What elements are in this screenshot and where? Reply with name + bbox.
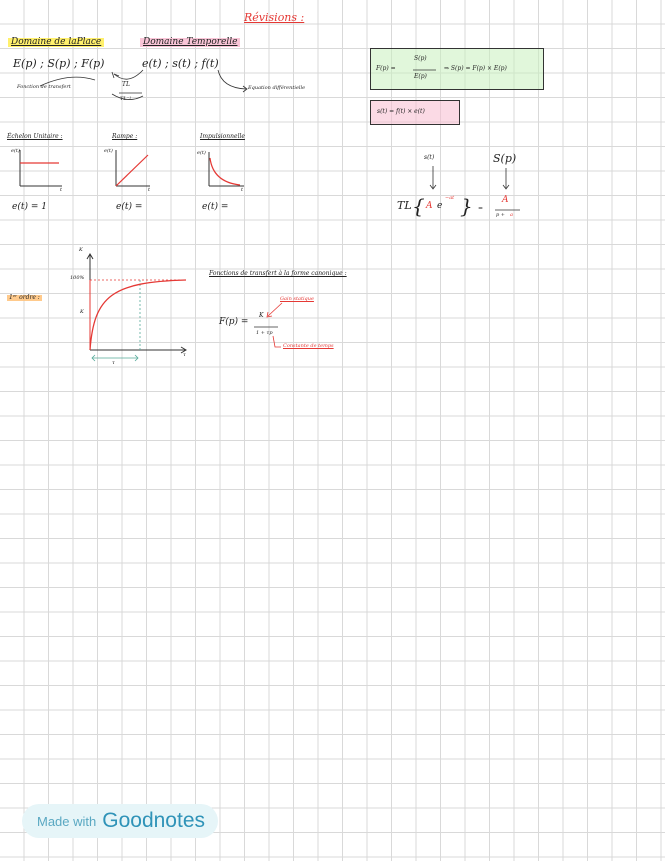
- made-with-label: Made with: [37, 813, 97, 829]
- impulse-t-label: t: [241, 187, 244, 193]
- impulse-curve: [209, 157, 241, 186]
- gain-arrowhead: [266, 311, 273, 318]
- s-p-arrowhead: [502, 184, 510, 190]
- ramp-equation: e(t) =: [116, 202, 143, 212]
- tl-result-numerator: A: [502, 195, 509, 205]
- hundred-percent-label: 100%: [70, 275, 85, 281]
- ramp-title: Rampe :: [112, 133, 138, 140]
- convolution-formula: s(t) = f(t) × e(t): [377, 108, 425, 115]
- time-constant-arrow: [272, 335, 281, 348]
- step-axis-label: e(t): [11, 148, 20, 154]
- gain-arrow: [267, 302, 283, 317]
- tl-a-coef: A: [426, 201, 433, 211]
- laplace-expression: E(p) ; S(p) ; F(p): [13, 57, 105, 70]
- transfer-pointer-arrow: [39, 76, 96, 87]
- first-order-label: 1ᵉʳ ordre :: [7, 294, 42, 301]
- temporal-domain-title: Domaine Temporelle: [140, 38, 241, 47]
- tl-exp-base: e: [437, 201, 443, 211]
- step-t-label: t: [60, 187, 63, 193]
- tl-operator: TL: [397, 199, 412, 212]
- k-axis-mid: K: [80, 309, 84, 315]
- static-gain-label: Gain statique: [280, 296, 314, 302]
- f-formula-lhs: F(p) =: [376, 65, 396, 72]
- first-order-numerator: K: [259, 312, 264, 319]
- ramp-curve: [115, 154, 149, 187]
- f-formula-denominator: E(p): [414, 73, 427, 80]
- tl-arrowhead-top: [111, 71, 120, 79]
- first-order-response-curve: [89, 279, 187, 351]
- transfer-formula-box: [370, 48, 544, 90]
- tl-arrow-bottom: [111, 93, 144, 100]
- impulse-axis-label: e(t): [197, 150, 206, 156]
- tl-result-den-a: a: [510, 212, 513, 218]
- ramp-axis-label: e(t): [104, 148, 113, 154]
- page-title: Révisions :: [244, 11, 305, 24]
- s-p-label: S(p): [493, 152, 517, 165]
- transfer-function-label: Fonction de transfert: [17, 84, 71, 90]
- first-order-denominator: 1 + τp: [256, 330, 273, 336]
- tl-arrow-top: [113, 69, 144, 80]
- step-equation: e(t) = 1: [12, 202, 47, 212]
- canonical-form-title: Fonctions de transfert à la forme canoni…: [209, 270, 347, 277]
- s-t-label: s(t): [424, 154, 435, 161]
- first-order-x-arrowhead: [180, 346, 187, 354]
- goodnotes-badge: Made with Goodnotes: [22, 804, 218, 838]
- diff-equation-label: Equation différentielle: [248, 85, 306, 91]
- first-order-f-lhs: F(p) =: [219, 317, 249, 327]
- ramp-t-label: t: [148, 187, 151, 193]
- laplace-domain-title: Domaine de laPlace: [8, 38, 105, 47]
- tl-brace-open: {: [412, 194, 425, 218]
- s-t-arrowhead: [429, 184, 437, 190]
- diff-eq-arrow: [217, 69, 247, 90]
- tl-label: TL: [122, 81, 130, 88]
- first-order-y-arrowhead: [86, 253, 94, 260]
- tau-label: τ: [112, 360, 115, 366]
- diff-eq-arrowhead: [242, 85, 248, 93]
- time-constant-label: Constante de temps: [283, 343, 334, 349]
- tau-span-arrowheads: [91, 354, 139, 362]
- tl-brace-close: }: [460, 194, 473, 218]
- tl-exp-power: −at: [445, 195, 455, 201]
- step-title: Échelon Unitaire :: [7, 133, 63, 140]
- tl-result-den-p: p +: [496, 212, 505, 218]
- impulse-equation: e(t) =: [202, 202, 229, 212]
- convolution-box: [370, 100, 460, 125]
- k-axis-top: K: [79, 247, 83, 253]
- temporal-expression: e(t) ; s(t) ; f(t): [142, 57, 219, 70]
- tau-axis-label: τ: [183, 352, 186, 358]
- f-formula-rhs: ⇒ S(p) = F(p) × E(p): [444, 65, 507, 72]
- f-formula-numerator: S(p): [414, 55, 427, 62]
- goodnotes-brand: Goodnotes: [102, 809, 205, 832]
- impulse-title: Impulsionnelle: [200, 133, 245, 140]
- tl-equals: =: [478, 205, 484, 212]
